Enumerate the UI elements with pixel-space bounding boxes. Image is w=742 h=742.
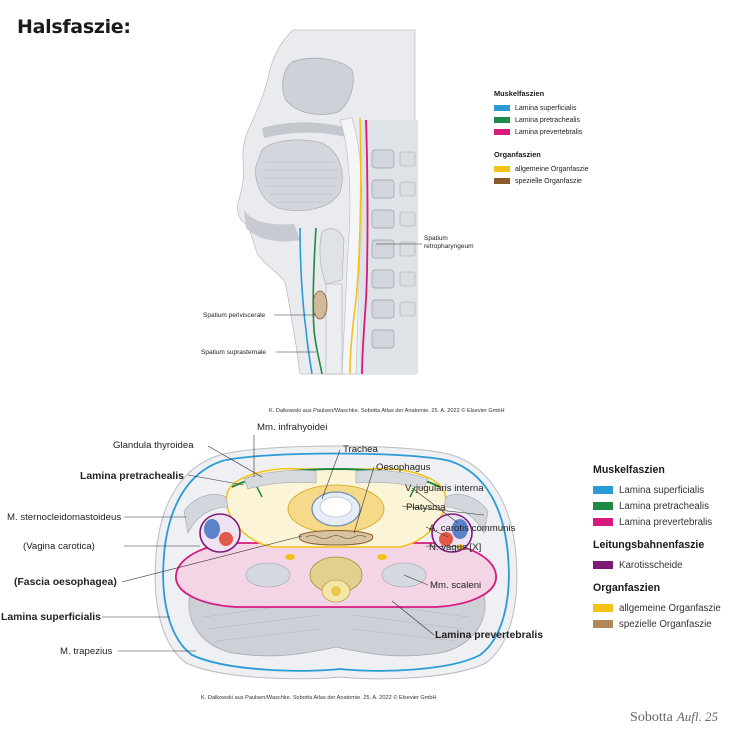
label-n-vagus: N. vagus [X]	[429, 542, 481, 553]
label-lamina-prevertebralis: Lamina prevertebralis	[435, 630, 543, 641]
legend-item-label: Lamina pretrachealis	[619, 500, 709, 512]
legend-item: Lamina prevertebralis	[593, 514, 741, 530]
legend-item-label: Karotisscheide	[619, 559, 683, 571]
legend-item: spezielle Organfaszie	[593, 616, 741, 632]
legend-heading-muskelfaszien: Muskelfaszien	[593, 464, 665, 476]
legend-item-label: allgemeine Organfaszie	[619, 602, 721, 614]
legend-item-label: Lamina superficialis	[619, 484, 705, 496]
legend-swatch	[494, 178, 510, 184]
carotid-artery-right	[439, 532, 453, 546]
label-oesophagus: Oesophagus	[376, 462, 431, 473]
legend-swatch	[593, 502, 613, 510]
label-m-trapezius: M. trapezius	[60, 646, 112, 657]
legend-item: Lamina pretrachealis	[593, 498, 741, 514]
label-spatium-retropharyngeum-1: Spatium	[424, 235, 448, 242]
nasal-cavity	[282, 57, 354, 115]
label-mm-infrahyoidei: Mm. infrahyoidei	[257, 422, 327, 433]
label-a-carotis-communis: A. carotis communis	[429, 523, 516, 534]
legend-swatch	[593, 561, 613, 569]
legend-item: spezielle Organfaszie	[494, 175, 634, 187]
label-v-jugularis-interna: V. jugularis interna	[405, 483, 484, 494]
fascia-line-organ-general	[349, 117, 362, 375]
label-trachea: Trachea	[343, 444, 379, 455]
sagittal-legend: Muskelfaszien Lamina superficialis Lamin…	[494, 89, 634, 199]
scalene-muscle-left	[245, 562, 291, 588]
watermark-edition: Aufl. 25	[676, 709, 718, 724]
fascia-line-pretrachealis	[312, 227, 323, 375]
legend-heading-organfaszien: Organfaszien	[494, 150, 541, 159]
legend-item: Karotisscheide	[593, 557, 741, 573]
legend-item-label: Lamina pretrachealis	[515, 116, 580, 124]
legend-item-label: allgemeine Organfaszie	[515, 165, 589, 173]
infrahyoid-muscles-right	[355, 469, 429, 490]
label-spatium-retropharyngeum-2: retropharyngeum	[424, 243, 474, 250]
page-title: Halsfaszie:	[17, 16, 131, 38]
spinous-processes	[399, 151, 416, 317]
label-spatium-suprasternale: Spatium suprasternale	[201, 349, 266, 356]
label-glandula-thyroidea: Glandula thyroidea	[113, 440, 194, 451]
larynx	[319, 228, 345, 285]
legend-item: Lamina pretrachealis	[494, 114, 634, 126]
label-fascia-oesophagea: (Fascia oesophagea)	[14, 577, 117, 588]
legend-item-label: spezielle Organfaszie	[515, 177, 582, 185]
legend-item: allgemeine Organfaszie	[494, 163, 634, 175]
sternocleidomastoid-left	[183, 494, 229, 534]
legend-item: Lamina superficialis	[494, 102, 634, 114]
label-mm-scaleni: Mm. scaleni	[430, 580, 481, 591]
fascia-line-prevertebralis	[361, 119, 369, 375]
sagittal-credit: K. Dalkowski aus Paulsen/Waschke. Sobott…	[269, 408, 505, 414]
cross-section-legend: Muskelfaszien Lamina superficialis Lamin…	[593, 464, 741, 641]
label-m-sternocleidomastoideus: M. sternocleidomastoideus	[7, 512, 121, 523]
jugular-vein-right	[452, 519, 468, 539]
legend-item-label: spezielle Organfaszie	[619, 618, 712, 630]
oesophagus-cross	[298, 530, 374, 546]
legend-swatch	[593, 620, 613, 628]
hard-palate	[262, 122, 348, 138]
legend-heading-leitungsbahnenfaszie: Leitungsbahnenfaszie	[593, 539, 705, 551]
label-spatium-periviscerale: Spatium periviscerale	[203, 312, 266, 319]
legend-swatch	[593, 486, 613, 494]
vertebral-vessel-right	[377, 554, 387, 560]
label-lamina-pretrachealis: Lamina pretrachealis	[80, 471, 184, 482]
legend-heading-organfaszien: Organfaszien	[593, 582, 661, 594]
fascia-line-superficialis	[299, 227, 313, 375]
vertebral-vessel-left	[285, 554, 295, 560]
legend-item: allgemeine Organfaszie	[593, 600, 741, 616]
watermark-brand: Sobotta	[630, 710, 673, 725]
legend-swatch	[494, 166, 510, 172]
label-vagina-carotica: (Vagina carotica)	[23, 541, 95, 552]
mandible	[244, 210, 300, 242]
legend-item-label: Lamina prevertebralis	[515, 128, 583, 136]
legend-swatch	[593, 518, 613, 526]
legend-item: Lamina superficialis	[593, 482, 741, 498]
sternocleidomastoid-right	[443, 494, 489, 534]
label-platysma: Platysma	[406, 502, 446, 513]
legend-swatch	[593, 604, 613, 612]
legend-item-label: Lamina prevertebralis	[619, 516, 713, 528]
legend-item-label: Lamina superficialis	[515, 104, 577, 112]
legend-swatch	[494, 129, 510, 135]
legend-heading-muskelfaszien: Muskelfaszien	[494, 89, 545, 98]
trachea-sagittal	[325, 283, 343, 375]
lamina-superficialis-ring	[162, 452, 510, 672]
legend-swatch	[494, 117, 510, 123]
tongue	[255, 139, 343, 211]
label-lamina-superficialis: Lamina superficialis	[1, 612, 101, 623]
carotid-artery-left	[219, 532, 233, 546]
sagittal-section-illustration: Spatium retropharyngeum Spatium perivisc…	[201, 29, 474, 375]
infrahyoid-muscles-left	[243, 469, 317, 490]
legend-swatch	[494, 105, 510, 111]
pharynx	[339, 117, 363, 375]
cross-section-illustration: Mm. infrahyoidei Glandula thyroidea Trac…	[1, 422, 543, 680]
legend-item: Lamina prevertebralis	[494, 126, 634, 138]
cervical-vertebrae	[371, 149, 395, 349]
cross-section-credit: K. Dalkowski aus Paulsen/Waschke. Sobott…	[201, 695, 437, 701]
jugular-vein-left	[204, 519, 220, 539]
